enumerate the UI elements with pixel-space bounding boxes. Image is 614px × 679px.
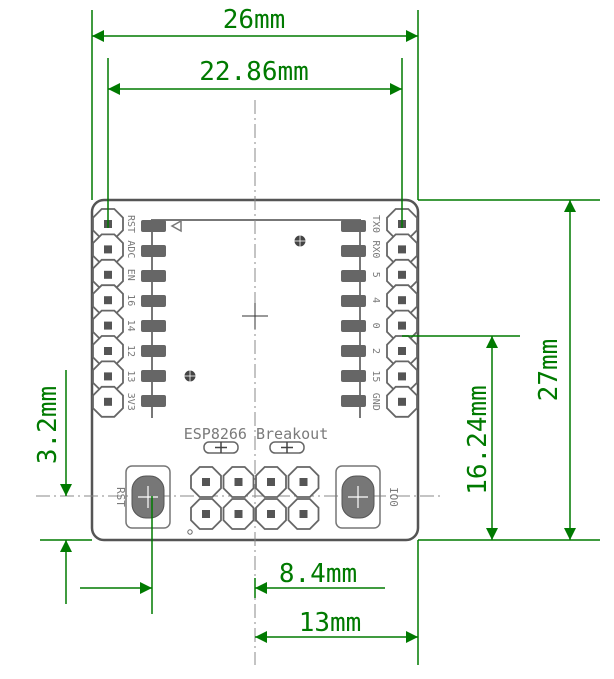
module-pad (341, 395, 366, 407)
center-pin (255, 498, 287, 530)
left-pin-label: 12 (125, 345, 136, 357)
module-pad (141, 295, 166, 307)
module-pad (141, 320, 166, 332)
right-pin-label: 4 (370, 297, 381, 303)
dim-overall-width-label: 26mm (223, 5, 286, 35)
module-pad (141, 395, 166, 407)
module-pad (341, 270, 366, 282)
right-pin-label: TX0 (370, 215, 381, 233)
left-pin-label: 14 (125, 320, 136, 332)
left-pin-label: ADC (125, 240, 136, 258)
right-pin-label: 5 (370, 272, 381, 278)
board-title: ESP8266 Breakout (184, 425, 329, 443)
dim-pin-spacing-label: 22.86mm (199, 57, 309, 87)
right-pin-label: 0 (370, 323, 381, 329)
module-pad (141, 370, 166, 382)
center-pin (287, 466, 320, 498)
module-pad (141, 245, 166, 257)
dim-button-x-label: 8.4mm (279, 559, 357, 589)
module-pad (141, 270, 166, 282)
right-pin-label: 15 (370, 370, 381, 382)
mounting-dot (187, 529, 193, 535)
test-pad-left (203, 441, 239, 454)
module-outline (151, 219, 361, 418)
fiducial-bottom (182, 368, 198, 384)
io0-button-label: IO0 (387, 487, 400, 507)
dim-button-y-label: 3.2mm (33, 386, 63, 464)
center-pin (222, 498, 255, 530)
center-pin-header (190, 466, 320, 530)
left-pin-label: 3V3 (125, 393, 136, 411)
right-pin-gnd (386, 385, 418, 418)
module-pad (341, 295, 366, 307)
left-pin-label: EN (125, 269, 136, 281)
test-pad-right (269, 441, 305, 454)
left-pin-label: 16 (125, 294, 136, 306)
left-pin-header: RST ADC EN 16 14 12 13 3V3 (92, 208, 136, 418)
left-pin-label: RST (125, 215, 136, 233)
left-pin-3v3 (92, 385, 124, 418)
module-pad (341, 370, 366, 382)
pin1-marker-icon (170, 219, 182, 233)
module-pad (341, 245, 366, 257)
dim-pin-to-bottom-label: 16.24mm (463, 385, 493, 495)
right-pin-label: 2 (370, 348, 381, 354)
dim-overall-height-label: 27mm (534, 339, 564, 402)
center-pin (190, 466, 222, 498)
center-pin (222, 466, 255, 498)
center-pin (190, 498, 222, 530)
right-pin-label: GND (370, 393, 381, 411)
module-pad (341, 320, 366, 332)
module-pad (141, 220, 166, 232)
io0-button (335, 465, 381, 529)
dim-center-x-label: 13mm (299, 608, 362, 638)
left-pin-label: 13 (125, 370, 136, 382)
rst-button-label: RST (114, 487, 127, 507)
module-pads (141, 220, 366, 407)
fiducial-top (292, 233, 308, 249)
center-pin (287, 498, 320, 530)
module-pad (341, 345, 366, 357)
module-pad (141, 345, 166, 357)
module-pad (341, 220, 366, 232)
center-pin (255, 466, 287, 498)
right-pin-label: RX0 (370, 240, 381, 258)
rst-button (125, 465, 171, 529)
